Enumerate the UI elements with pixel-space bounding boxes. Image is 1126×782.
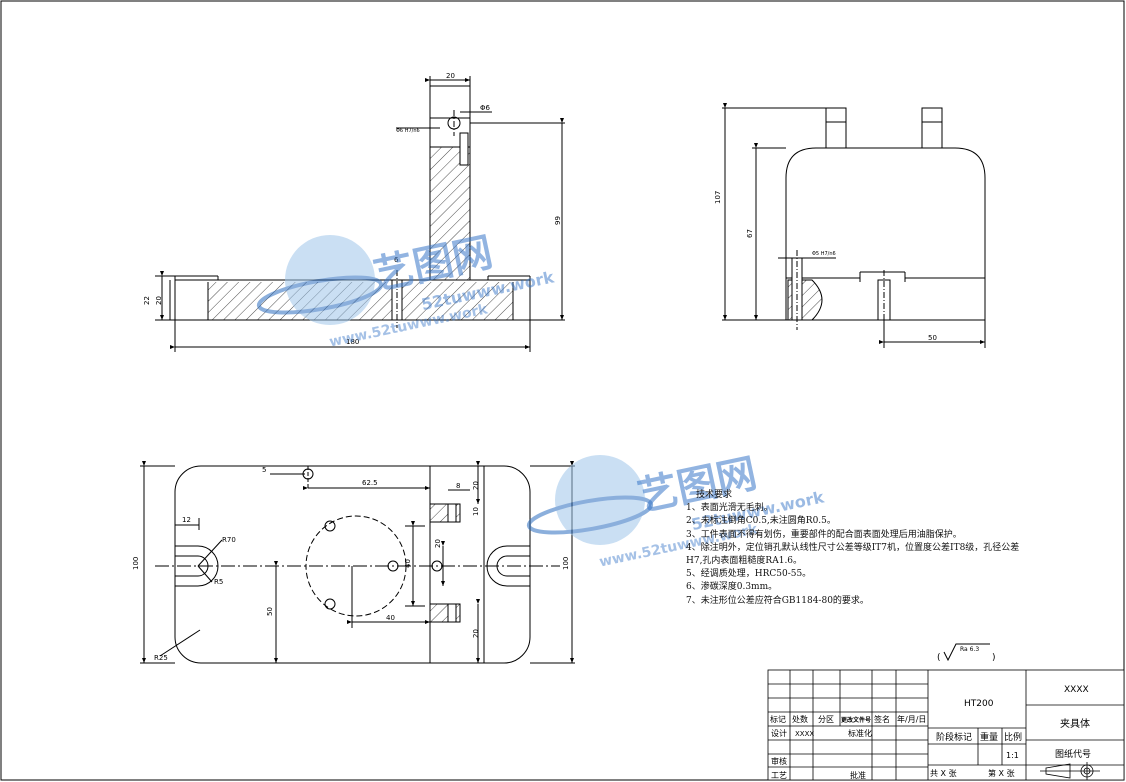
tb-weight: 重量 (980, 731, 998, 743)
top-dim-100-left: 100 (132, 557, 140, 570)
tb-count: 处数 (792, 714, 808, 724)
tb-scale-value: 1:1 (1006, 751, 1019, 760)
tb-drawing-no: 图纸代号 (1055, 748, 1091, 760)
top-dim-100-right: 100 (562, 557, 570, 570)
tb-designer: XXXX (795, 730, 814, 738)
front-dim-height: 99 (554, 216, 562, 225)
top-dim-10: 10 (472, 507, 480, 516)
tb-review: 审核 (771, 756, 787, 766)
watermark-2 (526, 455, 654, 545)
top-dim-12: 12 (182, 516, 191, 524)
notes-item-3: 3、工件表面不得有划伤，重要部件的配合面表面处理后用油脂保护。 (686, 529, 962, 540)
front-dim-length: 180 (346, 338, 359, 346)
tb-company: XXXX (1064, 685, 1089, 695)
front-dim-hole: Φ6 H7/n6 (396, 128, 420, 134)
top-dim-20-bot: 20 (472, 629, 480, 638)
top-dim-62: 62.5 (362, 479, 378, 487)
notes-item-5: 5、经调质处理，HRC50-55。 (686, 569, 812, 580)
notes-item-4: 4、除注明外，定位销孔默认线性尺寸公差等级IT7机，位置度公差IT8级，孔径公差 (686, 542, 1020, 553)
tb-change-doc: 更改文件号 (841, 716, 871, 724)
top-dim-r5: R5 (214, 578, 223, 586)
notes-item-1: 1、表面光滑无毛刺。 (686, 503, 773, 514)
notes-item-4b: H7,孔内表面粗糙度RA1.6。 (686, 556, 803, 567)
front-dim-width: 20 (446, 72, 455, 80)
front-dim-base-inner: 20 (155, 296, 163, 305)
front-dim-base-outer: 22 (143, 296, 151, 305)
tb-zone: 分区 (818, 715, 834, 724)
side-dim-width: 50 (928, 334, 937, 342)
front-dim-small: 6 (394, 256, 399, 264)
title-block (767, 669, 1125, 781)
watermark-1 (256, 235, 384, 325)
roughness-value: Ra 6.3 (960, 646, 979, 653)
top-dim-40-bottom: 40 (386, 614, 395, 622)
tb-standard: 标准化 (848, 728, 872, 738)
tb-approve: 批准 (850, 770, 866, 780)
top-dim-8: 8 (456, 482, 460, 490)
top-dim-r70: R70 (222, 536, 236, 544)
side-dim-body: 67 (746, 229, 754, 238)
tb-sign: 签名 (874, 714, 890, 724)
top-view (140, 461, 575, 664)
top-dim-r25: R25 (154, 654, 168, 662)
tb-mark: 标记 (770, 714, 786, 724)
projection-symbol-icon (1040, 762, 1100, 780)
side-dim-total: 107 (714, 191, 722, 204)
svg-text:(: ( (937, 653, 941, 663)
notes-item-7: 7、未注形位公差应符合GB1184-80的要求。 (686, 595, 869, 606)
notes-title: 技术要求 (696, 490, 733, 500)
tb-design: 设计 (771, 728, 787, 738)
tb-part-name: 夹具体 (1060, 717, 1090, 730)
top-dim-40-circle: 40 (404, 559, 412, 568)
tb-scale: 比例 (1004, 731, 1022, 743)
top-dim-50: 50 (266, 607, 274, 616)
technical-notes: 技术要求 1、表面光滑无毛刺。 2、未标注倒角C0.5,未注圆角R0.5。 3、… (686, 489, 1086, 608)
side-view (722, 103, 986, 348)
side-dim-hole: Φ5 H7/n6 (812, 251, 836, 257)
tb-sheet-num: 第 X 张 (988, 768, 1015, 778)
tb-process: 工艺 (771, 771, 787, 780)
roughness-symbol: ( ) (937, 643, 996, 663)
notes-item-6: 6、渗碳深度0.3mm。 (686, 582, 778, 593)
tb-date: 年/月/日 (897, 714, 926, 724)
top-dim-20-mid: 20 (434, 539, 442, 548)
front-dim-pin: Φ6 (480, 104, 491, 112)
top-dim-5: 5 (262, 466, 266, 474)
notes-item-2: 2、未标注倒角C0.5,未注圆角R0.5。 (686, 516, 836, 527)
tb-material: HT200 (964, 699, 994, 709)
top-dim-20-top: 20 (472, 481, 480, 490)
tb-stage: 阶段标记 (936, 731, 972, 743)
tb-sheet-total: 共 X 张 (930, 769, 957, 778)
svg-text:): ) (992, 653, 996, 663)
